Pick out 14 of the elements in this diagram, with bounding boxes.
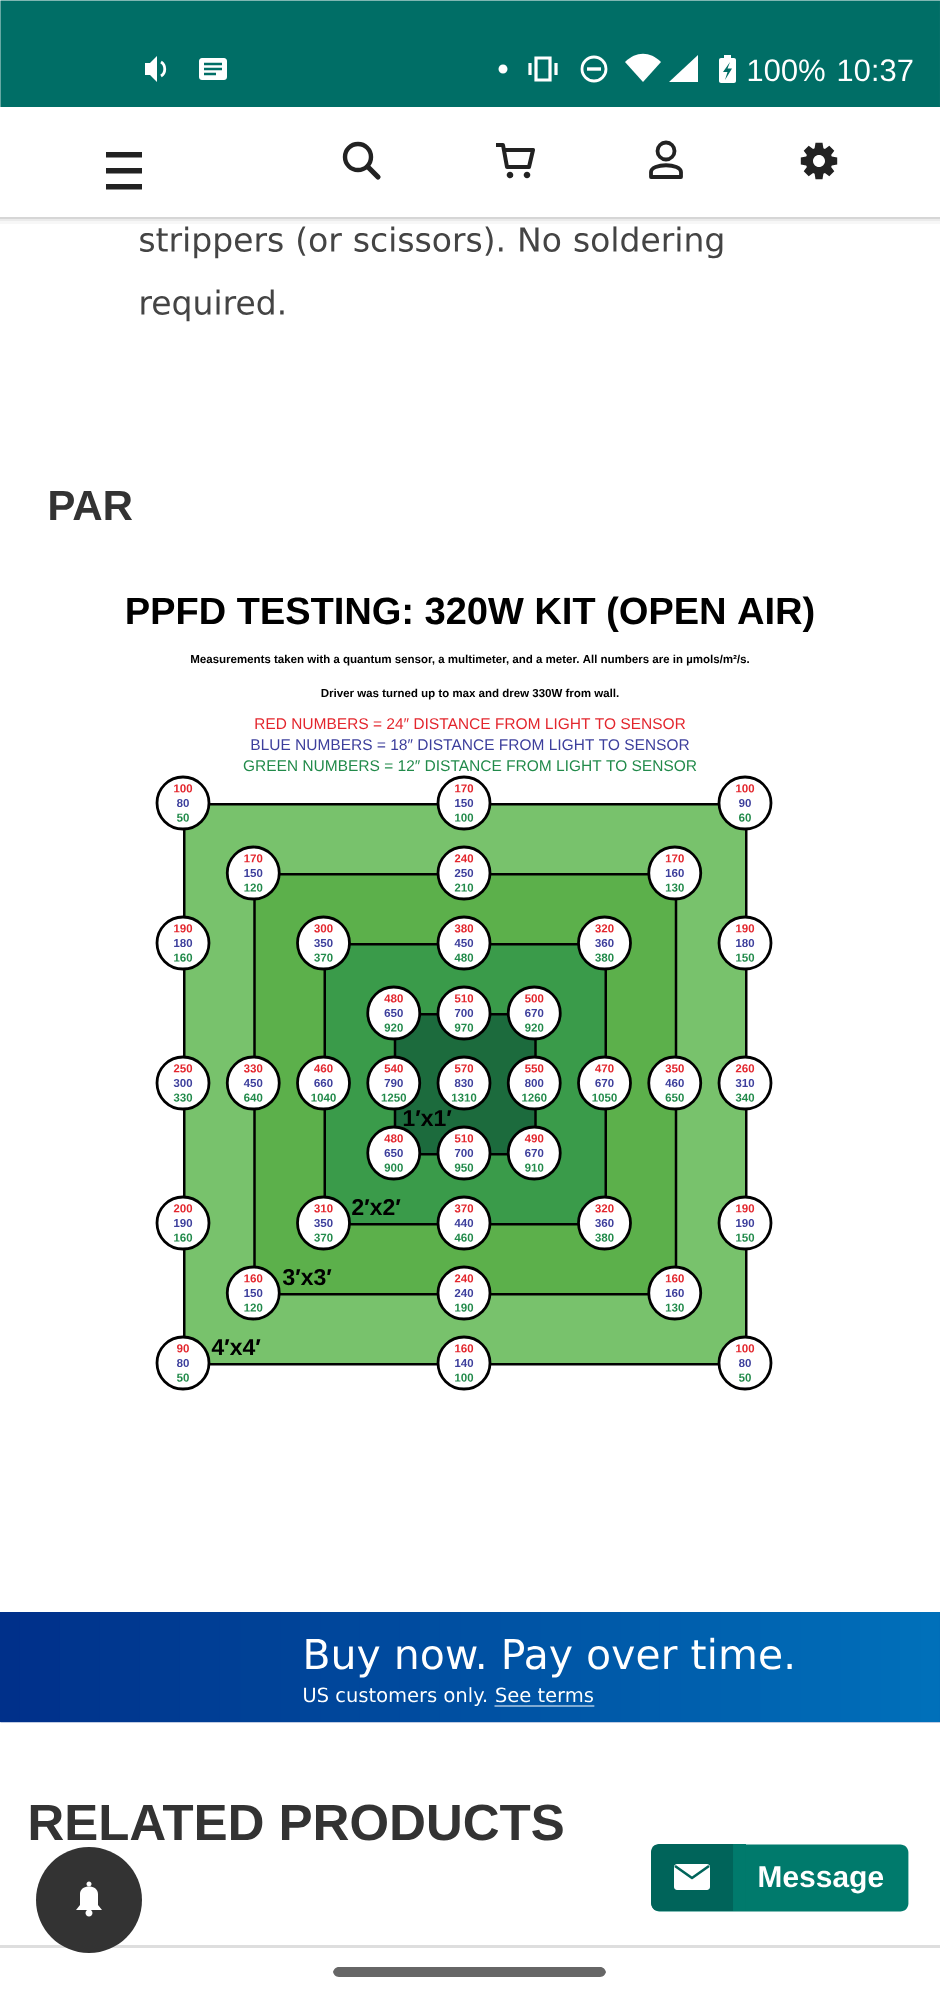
legend-entry: GREEN NUMBERS = 12″ DISTANCE FROM LIGHT TO SENSOR (243, 760, 697, 772)
note: Driver was turned up to max and drew 330W from wall. (321, 688, 619, 700)
heading: RELATED PRODUCTS (30, 1804, 563, 1841)
note: US customers only. See terms (304, 1687, 595, 1707)
message-button: Message (651, 1844, 909, 1912)
legend-entry: RED NUMBERS = 24″ DISTANCE FROM LIGHT TO SENSOR (255, 718, 686, 730)
paragraph: strippers (or scissors). No soldering required. (140, 226, 723, 322)
link: See terms (493, 1687, 595, 1707)
legend-entry: BLUE NUMBERS = 18″ DISTANCE FROM LIGHT TO SENSOR (251, 739, 689, 751)
banner-heading: Buy now. Pay over time. (306, 1637, 792, 1678)
note: Measurements taken with a quantum sensor, a multimeter, and a meter. All numbers are in µmols/m²/s. (191, 654, 749, 666)
heading: PAR (50, 491, 133, 520)
status-bar: 100% 10:37 (0, 0, 940, 108)
title: PPFD TESTING: 320W KIT (OPEN AIR) (127, 596, 814, 632)
